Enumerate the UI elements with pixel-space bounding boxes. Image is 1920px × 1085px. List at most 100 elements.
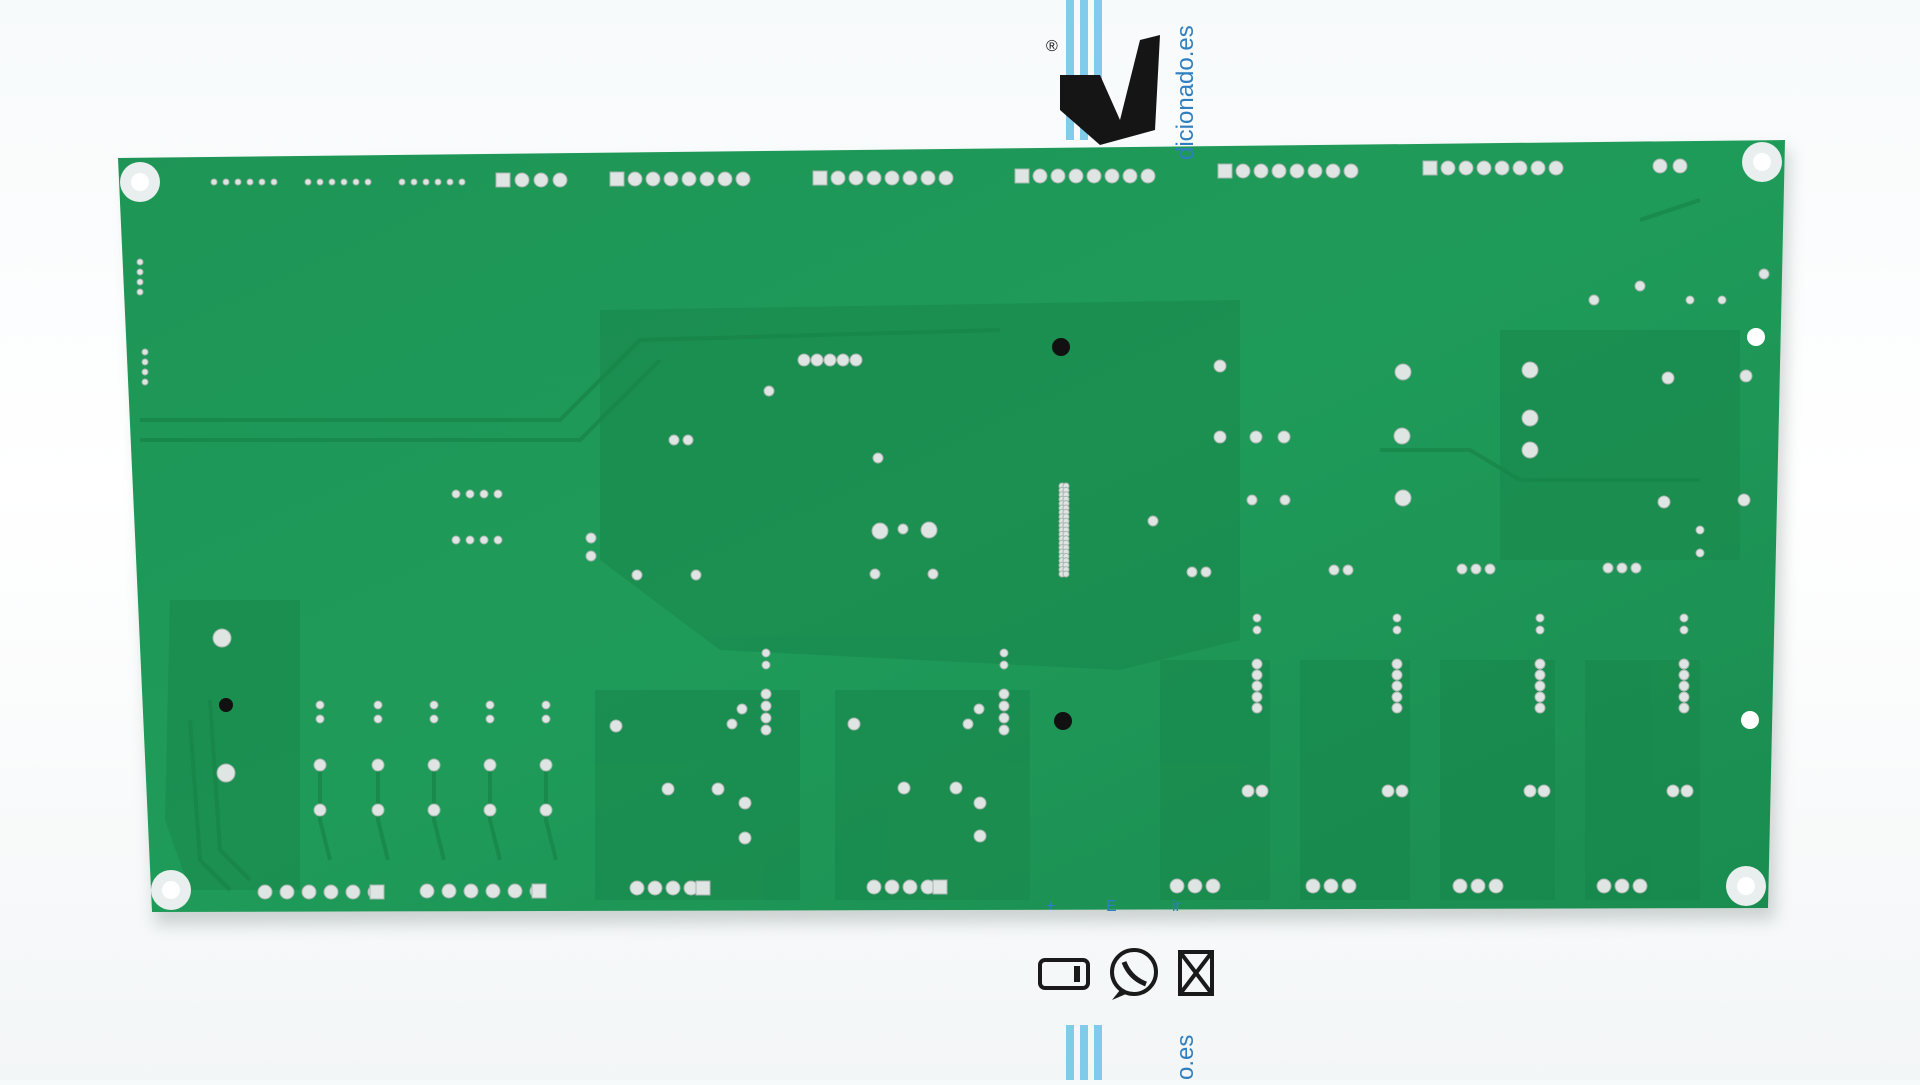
solder-pad [451, 489, 461, 499]
solder-pad [479, 535, 489, 545]
solder-pad [797, 353, 811, 367]
solder-pad [1251, 691, 1263, 703]
solder-pad [849, 353, 863, 367]
solder-pad [1307, 163, 1323, 179]
partial-mark-e: E [1106, 898, 1117, 915]
solder-pad [1452, 878, 1468, 894]
solder-pad [1251, 680, 1263, 692]
solder-pad [1014, 168, 1030, 184]
solder-pad [1458, 160, 1474, 176]
solder-pad [1678, 680, 1690, 692]
solder-pad [533, 172, 549, 188]
solder-pad [1422, 160, 1438, 176]
solder-pad [1104, 168, 1120, 184]
solder-pad [1534, 702, 1546, 714]
solder-pad [479, 489, 489, 499]
solder-pad [1200, 566, 1212, 578]
solder-pad [136, 258, 144, 266]
solder-pad [1241, 784, 1255, 798]
solder-pad [1535, 625, 1545, 635]
solder-pad [1737, 493, 1751, 507]
solder-pad [369, 884, 385, 900]
solder-pad [451, 535, 461, 545]
solder-pad [1391, 658, 1403, 670]
solder-pad [1657, 495, 1671, 509]
partial-mark-ir: ir [1172, 898, 1181, 915]
solder-pad [585, 532, 597, 544]
solder-pad [1341, 878, 1357, 894]
solder-pad [1616, 562, 1628, 574]
solder-pad [1666, 784, 1680, 798]
solder-pad [760, 688, 772, 700]
solder-pad [1068, 168, 1084, 184]
solder-pad [998, 724, 1010, 736]
solder-pad [1277, 430, 1291, 444]
solder-pad [761, 660, 771, 670]
solder-pad [1252, 625, 1262, 635]
solder-pad [1695, 525, 1705, 535]
solder-pad [1187, 878, 1203, 894]
solder-pad [830, 170, 846, 186]
copper-pours [165, 300, 1740, 900]
solder-pad [1062, 570, 1070, 578]
solder-pad [141, 348, 149, 356]
solder-pad [1235, 163, 1251, 179]
solder-pad [973, 703, 985, 715]
solder-pad [938, 170, 954, 186]
solder-pad [398, 178, 406, 186]
solder-pad [429, 714, 439, 724]
solder-pad [483, 758, 497, 772]
solder-pad [1678, 669, 1690, 681]
solder-pad [427, 803, 441, 817]
solder-pad [1488, 878, 1504, 894]
solder-pad [627, 171, 643, 187]
solder-pad [1140, 168, 1156, 184]
solder-pad [315, 700, 325, 710]
solder-pad [1323, 878, 1339, 894]
solder-pad [1246, 494, 1258, 506]
solder-pad [609, 719, 623, 733]
solder-pad [866, 879, 882, 895]
solder-pad [1305, 878, 1321, 894]
pcb-traces [140, 198, 1701, 892]
solder-pad [304, 178, 312, 186]
solder-pad [1394, 363, 1412, 381]
solder-pad [871, 522, 889, 540]
solder-pad [717, 171, 733, 187]
solder-pad [427, 758, 441, 772]
solder-pad [999, 660, 1009, 670]
solder-pad [1534, 658, 1546, 670]
solder-pad [609, 171, 625, 187]
solder-pad [465, 489, 475, 499]
solder-pad [323, 884, 339, 900]
solder-pad [1521, 361, 1539, 379]
solder-pad [1512, 160, 1528, 176]
solder-pad [1602, 562, 1614, 574]
solder-pad [1634, 280, 1646, 292]
solder-pad [836, 353, 850, 367]
solder-pad [1342, 564, 1354, 576]
solder-pad [1470, 563, 1482, 575]
solder-pad [1739, 369, 1753, 383]
solder-pad [373, 700, 383, 710]
watermark-logo-bottom [1066, 1025, 1102, 1080]
solder-pad [301, 884, 317, 900]
solder-pad [661, 782, 675, 796]
solder-pad [463, 883, 479, 899]
watermark-bottom-text: o.es [1172, 1034, 1199, 1080]
solder-pad [340, 178, 348, 186]
solder-pad [847, 717, 861, 731]
solder-pad [1484, 563, 1496, 575]
solder-pad [699, 171, 715, 187]
solder-pad [493, 535, 503, 545]
solder-pad [631, 569, 643, 581]
solder-pad [539, 803, 553, 817]
solder-pad [682, 434, 694, 446]
mounting-holes [120, 142, 1782, 910]
solder-pad [665, 880, 681, 896]
solder-pad [210, 178, 218, 186]
solder-pad [1548, 160, 1564, 176]
solder-pad [541, 714, 551, 724]
solder-pad [681, 171, 697, 187]
